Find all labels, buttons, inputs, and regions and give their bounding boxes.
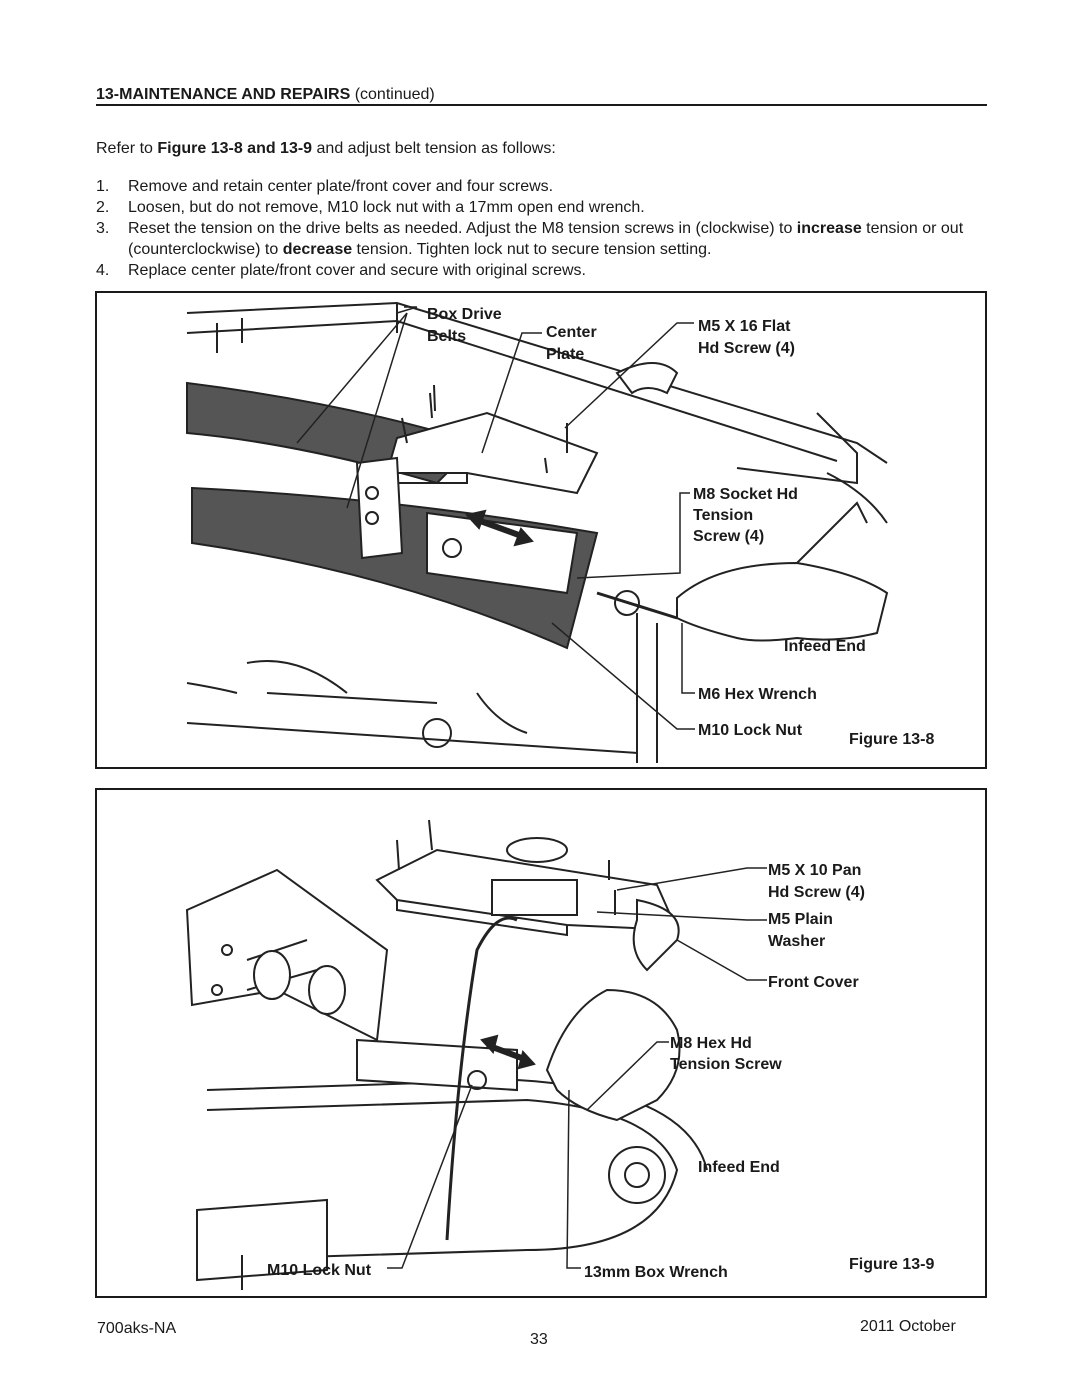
- step-item: 4. Replace center plate/front cover and s…: [96, 260, 976, 281]
- intro-paragraph: Refer to Figure 13-8 and 13-9 and adjust…: [96, 140, 556, 158]
- step-number: 4.: [96, 262, 110, 279]
- leader-box-drive: [296, 306, 418, 509]
- intro-suffix: and adjust belt tension as follows:: [312, 140, 556, 157]
- section-heading: 13-MAINTENANCE AND REPAIRS (continued): [96, 86, 435, 104]
- figure-13-8-caption: Figure 13-8: [849, 731, 935, 748]
- label-m8-hex-2: Tension Screw: [670, 1056, 782, 1073]
- label-plate: Plate: [546, 346, 585, 363]
- leader-m8-hex: [586, 1041, 669, 1111]
- step-emphasis-increase: increase: [796, 220, 862, 237]
- label-m10-lock-nut: M10 Lock Nut: [267, 1262, 372, 1279]
- label-box-drive: Box Drive: [427, 306, 502, 323]
- leader-m5-pan: [616, 867, 767, 891]
- heading-rule: [96, 104, 987, 106]
- label-m5-pan-1: M5 X 10 Pan: [768, 862, 862, 879]
- label-m8-hex-1: M8 Hex Hd: [670, 1035, 752, 1052]
- leader-center-plate: [481, 332, 542, 454]
- step-item: 1. Remove and retain center plate/front c…: [96, 176, 976, 197]
- label-m5-flat-1: M5 X 16 Flat: [698, 318, 791, 335]
- label-m8-socket-2: Tension: [693, 507, 754, 524]
- leader-box-wrench: [566, 1089, 581, 1269]
- label-belts: Belts: [427, 328, 467, 345]
- step-text: tension. Tighten lock nut to secure tens…: [352, 241, 712, 258]
- label-m8-socket-1: M8 Socket Hd: [693, 486, 798, 503]
- leader-m10-lock: [551, 622, 695, 730]
- step-number: 2.: [96, 199, 110, 216]
- label-m6-hex-wrench: M6 Hex Wrench: [698, 686, 817, 703]
- footer-date: 2011 October: [860, 1318, 956, 1335]
- figure-13-8: Box Drive Belts Center Plate M5 X 16 Fla…: [95, 291, 987, 769]
- figure-13-9: M5 X 10 Pan Hd Screw (4) M5 Plain Washer…: [95, 788, 987, 1298]
- step-text: Replace center plate/front cover and sec…: [128, 262, 586, 279]
- leader-m5-flat: [564, 322, 694, 429]
- step-item: 3. Reset the tension on the drive belts a…: [96, 218, 976, 260]
- step-number: 1.: [96, 178, 110, 195]
- leader-m10-lock: [387, 1084, 473, 1269]
- intro-figure-ref: Figure 13-8 and 13-9: [157, 140, 313, 157]
- section-continued: (continued): [354, 86, 435, 103]
- leader-m6-hex: [681, 623, 695, 694]
- label-m5-pan-2: Hd Screw (4): [768, 884, 865, 901]
- label-infeed-end: Infeed End: [784, 638, 866, 655]
- label-center: Center: [546, 324, 597, 341]
- step-text: tension or out (counterclockwise) to: [128, 220, 964, 258]
- label-m5-flat-2: Hd Screw (4): [698, 340, 795, 357]
- figure-13-8-illustration: [186, 301, 889, 763]
- steps-list: 1. Remove and retain center plate/front c…: [96, 176, 976, 281]
- label-m8-socket-3: Screw (4): [693, 528, 765, 545]
- label-m5-plain-2: Washer: [768, 933, 826, 950]
- step-text: Loosen, but do not remove, M10 lock nut …: [128, 199, 645, 216]
- footer-doc-id: 700aks-NA: [97, 1320, 177, 1337]
- step-item: 2. Loosen, but do not remove, M10 lock nu…: [96, 197, 976, 218]
- footer-page-number: 33: [530, 1331, 548, 1348]
- section-title: 13-MAINTENANCE AND REPAIRS: [96, 86, 351, 103]
- step-text: Remove and retain center plate/front cov…: [128, 178, 554, 195]
- label-13mm-box-wrench: 13mm Box Wrench: [584, 1264, 728, 1281]
- label-infeed-end: Infeed End: [698, 1159, 780, 1176]
- figure-13-9-illustration: [185, 819, 767, 1290]
- leader-front-cover: [676, 939, 767, 981]
- intro-prefix: Refer to: [96, 140, 158, 157]
- label-m5-plain-1: M5 Plain: [768, 911, 833, 928]
- figure-13-9-caption: Figure 13-9: [849, 1256, 935, 1273]
- step-text: Reset the tension on the drive belts as …: [128, 220, 797, 237]
- leader-m5-plain: [596, 911, 767, 921]
- step-number: 3.: [96, 220, 110, 237]
- label-m10-lock-nut: M10 Lock Nut: [698, 722, 803, 739]
- leader-m8-socket: [576, 492, 690, 579]
- step-emphasis-decrease: decrease: [282, 241, 353, 258]
- label-front-cover: Front Cover: [768, 974, 859, 991]
